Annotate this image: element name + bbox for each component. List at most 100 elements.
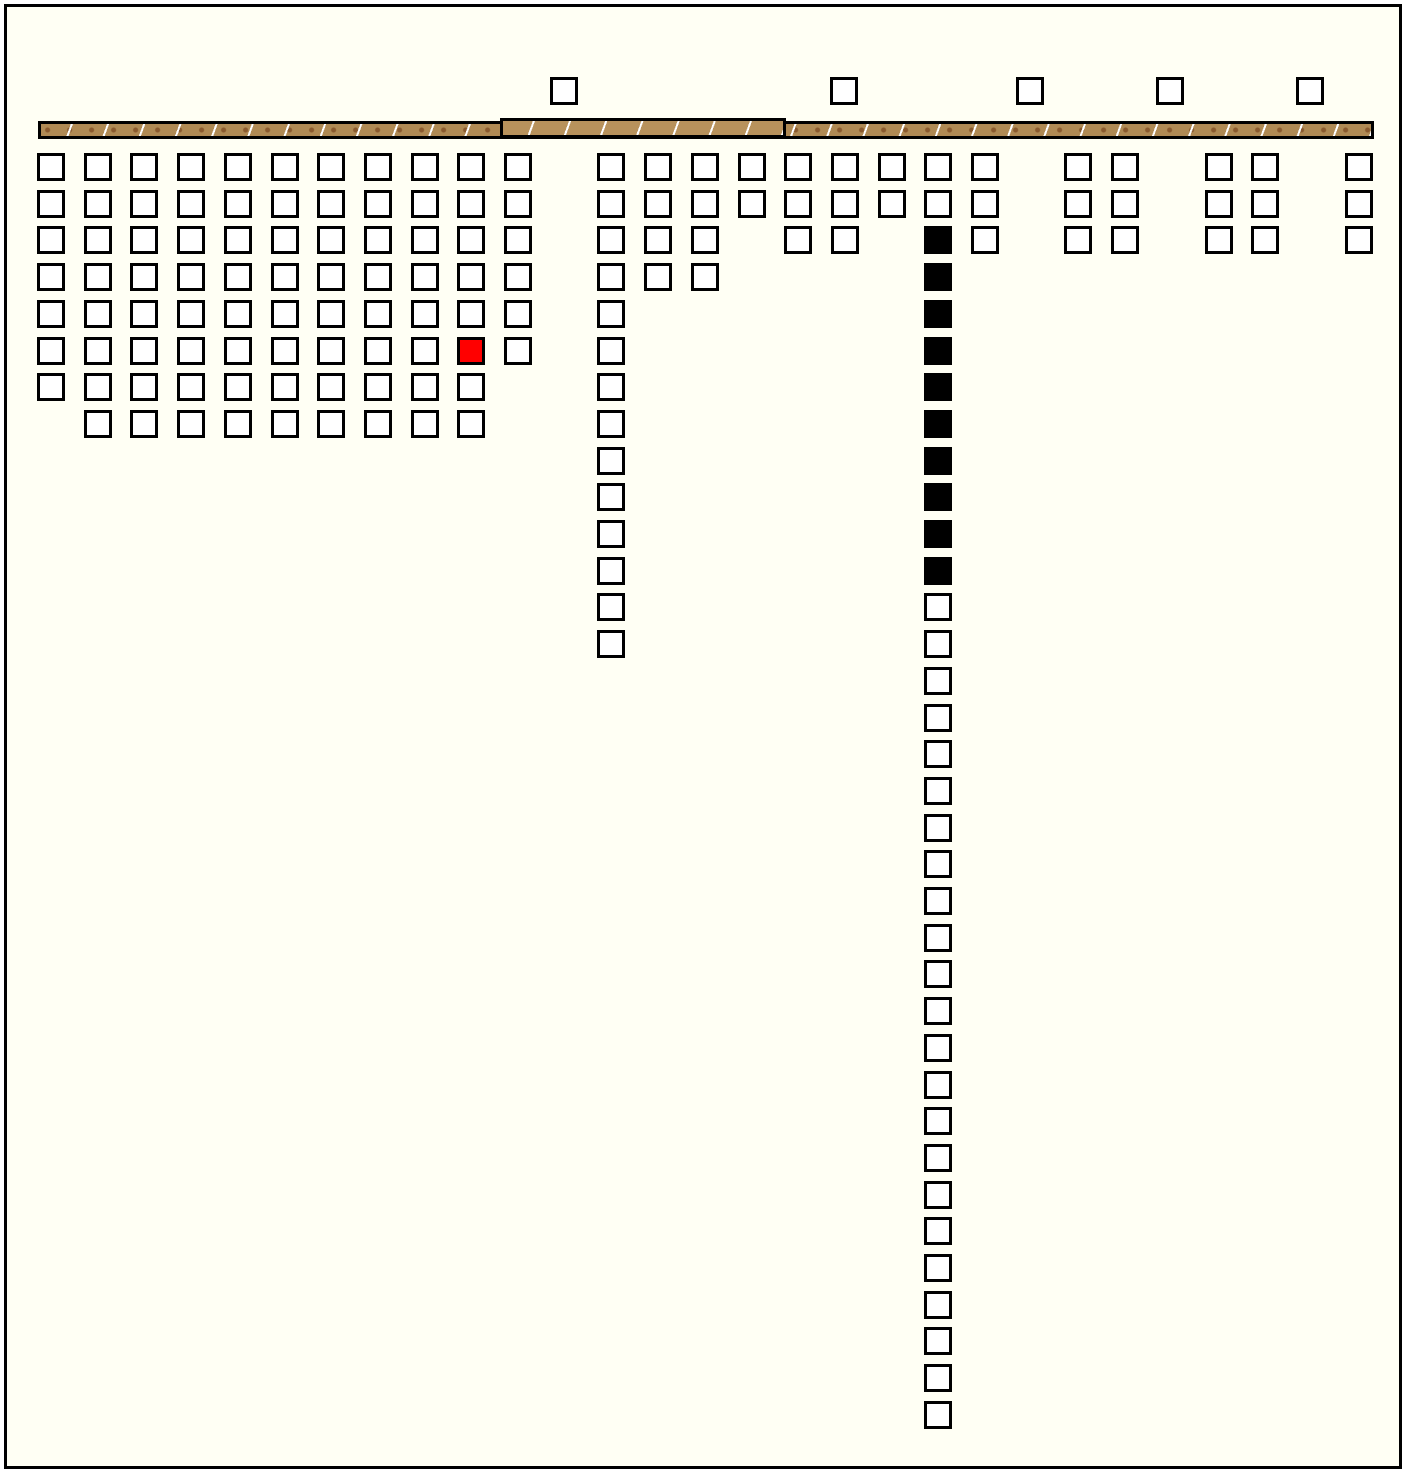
grid-cell — [831, 226, 859, 254]
grid-cell — [924, 850, 952, 878]
grid-cell — [224, 373, 252, 401]
grid-cell — [597, 300, 625, 328]
grid-cell — [644, 263, 672, 291]
grid-cell — [364, 300, 392, 328]
top-cell — [830, 77, 858, 105]
grid-cell — [691, 190, 719, 218]
grid-cell — [1345, 190, 1373, 218]
grid-cell — [317, 263, 345, 291]
grid-cell — [224, 226, 252, 254]
grid-cell — [924, 1071, 952, 1099]
grid-cell — [317, 300, 345, 328]
grid-cell — [924, 667, 952, 695]
grid-cell — [504, 337, 532, 365]
grid-cell — [1205, 226, 1233, 254]
grid-cell — [457, 263, 485, 291]
grid-cell — [224, 153, 252, 181]
grid-cell — [878, 153, 906, 181]
grid-cell — [1064, 153, 1092, 181]
grid-cell — [177, 410, 205, 438]
grid-cell — [317, 190, 345, 218]
grid-cell — [924, 1401, 952, 1429]
grid-cell — [691, 153, 719, 181]
grid-cell — [971, 226, 999, 254]
grid-cell — [644, 190, 672, 218]
grid-cell — [177, 337, 205, 365]
top-cell — [550, 77, 578, 105]
grid-cell — [411, 190, 439, 218]
grid-cell — [924, 300, 952, 328]
grid-cell — [924, 1291, 952, 1319]
grid-cell — [130, 337, 158, 365]
grid-cell — [971, 153, 999, 181]
grid-cell — [597, 447, 625, 475]
grid-cell — [924, 447, 952, 475]
grid-cell — [924, 593, 952, 621]
grid-cell — [130, 300, 158, 328]
grid-cell — [924, 740, 952, 768]
grid-cell — [924, 263, 952, 291]
grid-cell — [924, 557, 952, 585]
grid-cell — [224, 300, 252, 328]
grid-cell — [317, 410, 345, 438]
grid-cell — [84, 337, 112, 365]
grid-cell — [597, 410, 625, 438]
grid-cell — [84, 190, 112, 218]
board-bar-segment — [500, 118, 786, 138]
grid-cell — [130, 226, 158, 254]
grid-cell — [644, 153, 672, 181]
grid-cell — [924, 226, 952, 254]
grid-cell — [924, 704, 952, 732]
grid-cell — [924, 410, 952, 438]
grid-cell — [411, 410, 439, 438]
grid-cell — [924, 777, 952, 805]
grid-cell — [924, 924, 952, 952]
grid-cell — [504, 153, 532, 181]
grid-cell — [924, 997, 952, 1025]
grid-cell — [1064, 190, 1092, 218]
grid-cell — [271, 190, 299, 218]
grid-cell — [738, 153, 766, 181]
grid-cell — [37, 226, 65, 254]
grid-cell — [457, 226, 485, 254]
grid-cell — [457, 410, 485, 438]
grid-cell — [364, 226, 392, 254]
grid-cell — [130, 153, 158, 181]
grid-cell — [364, 263, 392, 291]
grid-cell — [457, 190, 485, 218]
grid-cell — [457, 373, 485, 401]
grid-cell — [924, 153, 952, 181]
grid-cell — [644, 226, 672, 254]
grid-cell — [597, 263, 625, 291]
grid-cell — [317, 153, 345, 181]
grid-cell — [130, 263, 158, 291]
grid-cell — [924, 1181, 952, 1209]
grid-cell — [37, 337, 65, 365]
grid-cell — [37, 153, 65, 181]
grid-cell — [504, 226, 532, 254]
grid-cell — [130, 190, 158, 218]
grid-cell — [1251, 190, 1279, 218]
grid-cell — [317, 373, 345, 401]
grid-cell — [924, 1364, 952, 1392]
top-cell — [1296, 77, 1324, 105]
top-cell — [1156, 77, 1184, 105]
grid-cell — [1251, 226, 1279, 254]
grid-cell — [271, 226, 299, 254]
grid-cell — [411, 263, 439, 291]
grid-cell — [364, 410, 392, 438]
grid-cell — [1111, 226, 1139, 254]
grid-cell — [1205, 153, 1233, 181]
grid-cell — [597, 483, 625, 511]
grid-cell — [597, 373, 625, 401]
grid-cell — [597, 190, 625, 218]
grid-cell — [84, 226, 112, 254]
grid-cell — [924, 483, 952, 511]
grid-cell — [177, 153, 205, 181]
grid-cell — [1064, 226, 1092, 254]
grid-cell — [784, 153, 812, 181]
grid-cell — [271, 410, 299, 438]
grid-cell — [364, 190, 392, 218]
grid-cell — [924, 190, 952, 218]
grid-cell — [924, 960, 952, 988]
